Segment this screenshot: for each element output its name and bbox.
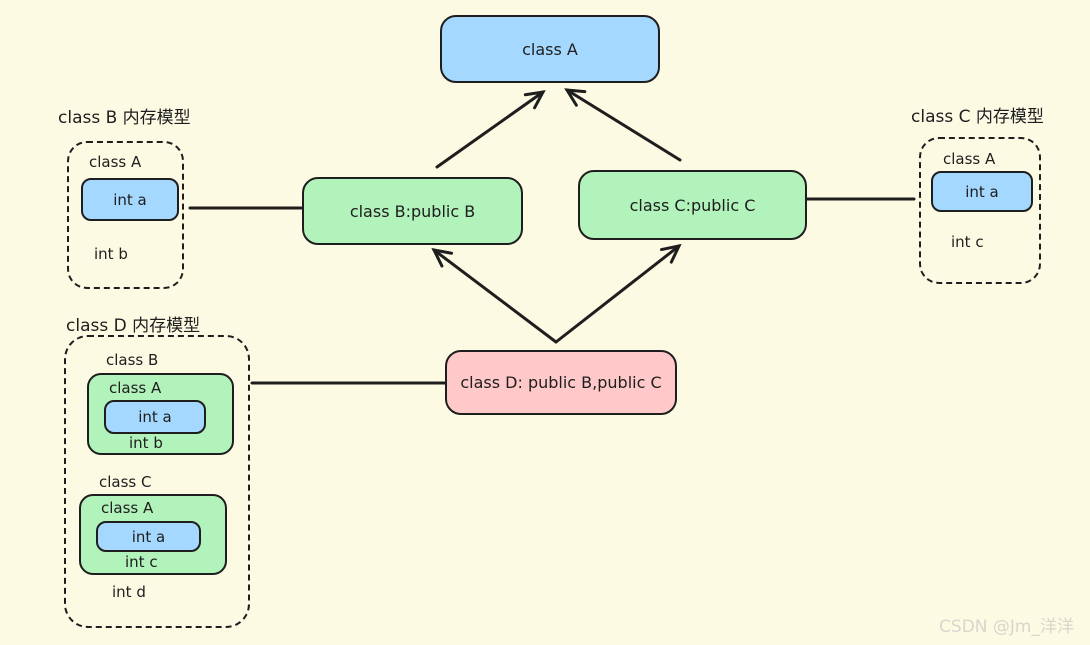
memory-d-b-int-b: int b — [129, 434, 163, 452]
node-class-b-label: class B:public B — [349, 201, 476, 221]
memory-d-class-b-box: class A int a int b — [87, 373, 234, 455]
memory-d-c-int-a: int a — [96, 521, 201, 552]
node-class-a: class A — [440, 15, 660, 83]
memory-c-title: class C 内存模型 — [911, 107, 1044, 127]
memory-c-int-a: int a — [931, 171, 1033, 212]
memory-b-int-b: int b — [94, 245, 128, 263]
node-class-c: class C:public C — [578, 170, 807, 240]
memory-c-class-a-label: class A — [943, 150, 996, 168]
memory-d-title: class D 内存模型 — [66, 316, 201, 336]
memory-d-int-d: int d — [112, 583, 146, 601]
memory-d-box: class B class A int a int b class C clas… — [64, 335, 250, 628]
node-class-c-label: class C:public C — [629, 195, 756, 215]
arrow-class-d-to-class-c — [554, 243, 682, 344]
node-class-d: class D: public B,public C — [445, 350, 677, 415]
arrow-class-d-to-class-b — [431, 247, 558, 344]
memory-d-c-int-c: int c — [125, 553, 158, 571]
memory-d-c-class-a-label: class A — [101, 499, 154, 517]
memory-b-class-a-label: class A — [89, 153, 142, 171]
arrow-class-c-to-class-a — [564, 88, 682, 162]
memory-d-b-int-a: int a — [104, 400, 206, 434]
node-class-b: class B:public B — [302, 177, 523, 245]
memory-b-box: class A int a int b — [67, 141, 184, 289]
watermark: CSDN @Jm_洋洋 — [939, 617, 1074, 637]
node-class-d-label: class D: public B,public C — [460, 373, 662, 392]
memory-d-class-c-label: class C — [99, 473, 152, 491]
memory-d-class-c-box: class A int a int c — [79, 494, 227, 575]
arrow-class-b-to-class-a — [435, 90, 546, 169]
node-class-a-label: class A — [522, 39, 578, 59]
memory-c-box: class A int a int c — [919, 137, 1041, 284]
memory-d-class-b-label: class B — [106, 351, 159, 369]
memory-d-b-class-a-label: class A — [109, 379, 162, 397]
memory-c-int-c: int c — [951, 233, 984, 251]
memory-b-title: class B 内存模型 — [58, 108, 191, 128]
memory-b-int-a: int a — [81, 178, 179, 221]
